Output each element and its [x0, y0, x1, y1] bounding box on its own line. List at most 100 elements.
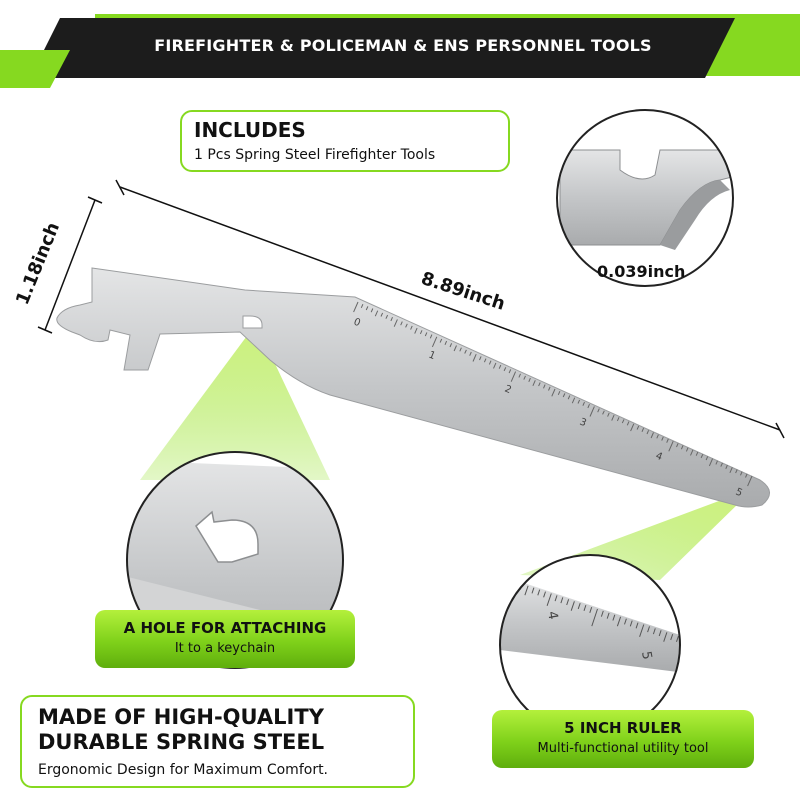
zoom-ruler-label: 4 [544, 610, 560, 621]
zoom-ruler-tick [635, 622, 639, 629]
ruler-tick [548, 386, 551, 391]
ruler-tick [551, 388, 556, 397]
hole-feature-label: A HOLE FOR ATTACHING It to a keychain [95, 610, 355, 668]
ruler-tick [390, 317, 393, 322]
includes-detail: 1 Pcs Spring Steel Firefighter Tools [194, 147, 436, 163]
ruler-tick [464, 349, 467, 354]
ruler-tick [380, 312, 384, 317]
ruler-tick [685, 447, 689, 452]
zoom-ruler-tick [612, 614, 616, 621]
zoom-ruler-tick [663, 632, 668, 642]
ruler-tick [429, 334, 433, 339]
zoom-ruler-tick [570, 601, 575, 611]
zoom-ruler-tick [500, 577, 506, 596]
ruler-tick [472, 353, 477, 362]
firefighter-tool [56, 267, 770, 508]
ruler-tick [587, 404, 590, 409]
zoom-ruler-tick [616, 616, 622, 627]
ruler-tick [641, 427, 645, 432]
zoom-ruler-tick [554, 595, 558, 602]
ruler-tick [661, 436, 664, 441]
zoom-ruler-tick [537, 589, 541, 596]
zoom-ruler-tick [508, 579, 512, 586]
ruler-feature-title: 5 INCH RULER [564, 719, 682, 737]
ruler-tick [518, 373, 521, 378]
ruler-tick [571, 397, 576, 404]
ruler-tick [538, 382, 541, 387]
ruler-tick [745, 473, 748, 478]
zoom-ruler-tick [606, 612, 610, 619]
ruler-tick-label: 3 [578, 417, 588, 430]
zoom-ruler-tick [577, 603, 581, 610]
zoom-ruler-tick [670, 634, 674, 641]
ruler-tick [469, 351, 472, 356]
ruler-tick-label: 2 [503, 384, 513, 397]
ruler-tick-label: 4 [654, 451, 664, 464]
ruler-tick [597, 408, 600, 413]
ruler-tick [582, 401, 585, 406]
zoom-ruler-tick [566, 599, 570, 606]
ruler-tick [725, 464, 728, 469]
ruler-tick [636, 425, 640, 430]
zoom-ruler-label: 5 [638, 650, 654, 661]
ruler-tick [626, 421, 630, 426]
ruler-tick [393, 319, 398, 327]
ruler-tick [444, 340, 448, 345]
thickness-zoom-circle [556, 109, 734, 287]
ruler-tick [695, 451, 699, 456]
ruler-tick [508, 369, 512, 374]
zoom-ruler-tick [639, 624, 645, 637]
zoom-ruler-tick [543, 591, 546, 598]
zoom-ruler-tick [658, 630, 662, 637]
ruler-tick [729, 467, 733, 473]
zoom-ruler-tick [560, 597, 564, 604]
ruler-tick [562, 393, 566, 398]
banner-title: FIREFIGHTER & POLICEMAN & ENS PERSONNEL … [154, 36, 652, 55]
ruler-tick [453, 345, 457, 352]
zoom-ruler-tick [629, 620, 633, 627]
includes-title: INCLUDES [194, 118, 306, 142]
ruler-tick [449, 343, 453, 348]
ruler-zoom-circle: 4 5 [499, 554, 690, 736]
material-subtitle: Ergonomic Design for Maximum Comfort. [38, 762, 329, 778]
ruler-tick [567, 395, 571, 400]
ruler-tick [668, 441, 674, 452]
ruler-tick [630, 423, 635, 432]
zoom-ruler-tick [589, 606, 593, 613]
ruler-tick [360, 303, 364, 309]
ruler-tick-label: 5 [734, 487, 744, 500]
ruler-tick [700, 454, 704, 459]
ruler-tick [410, 325, 413, 330]
ruler-tick [577, 399, 581, 404]
zoom-ruler-tick [583, 604, 587, 611]
ruler-tick [720, 462, 723, 467]
zoom-ruler-tick [600, 610, 604, 617]
ruler-tick [479, 356, 482, 361]
width-dimension-line [37, 196, 103, 334]
ruler-tick [735, 469, 738, 474]
ruler-tick [611, 414, 615, 421]
zoom-ruler-tick [652, 628, 656, 635]
ruler-tick [510, 371, 517, 382]
material-box: MADE OF HIGH-QUALITY DURABLE SPRING STEE… [20, 695, 415, 788]
zoom-ruler-tick [647, 626, 650, 633]
ruler-tick [676, 443, 679, 448]
ruler-tick [543, 384, 546, 389]
ruler-tick [431, 336, 438, 348]
ruler-tick [690, 449, 694, 456]
hole-feature-subtitle: It to a keychain [174, 641, 276, 656]
ruler-tick [680, 445, 684, 450]
zoom-ruler-tick [531, 587, 535, 594]
includes-box: INCLUDES 1 Pcs Spring Steel Firefighter … [180, 110, 510, 172]
zoom-ruler-tick [684, 640, 690, 657]
ruler-tick-label: 1 [427, 350, 437, 363]
header-banner: FIREFIGHTER & POLICEMAN & ENS PERSONNEL … [0, 0, 800, 90]
length-dimension-line [115, 179, 785, 439]
ruler-tick [493, 362, 497, 369]
ruler-tick [747, 475, 753, 487]
ruler-tick [365, 306, 369, 311]
ruler-tick [602, 410, 605, 415]
ruler-tick [705, 456, 709, 461]
ruler-feature-label: 5 INCH RULER Multi-functional utility to… [492, 710, 754, 768]
